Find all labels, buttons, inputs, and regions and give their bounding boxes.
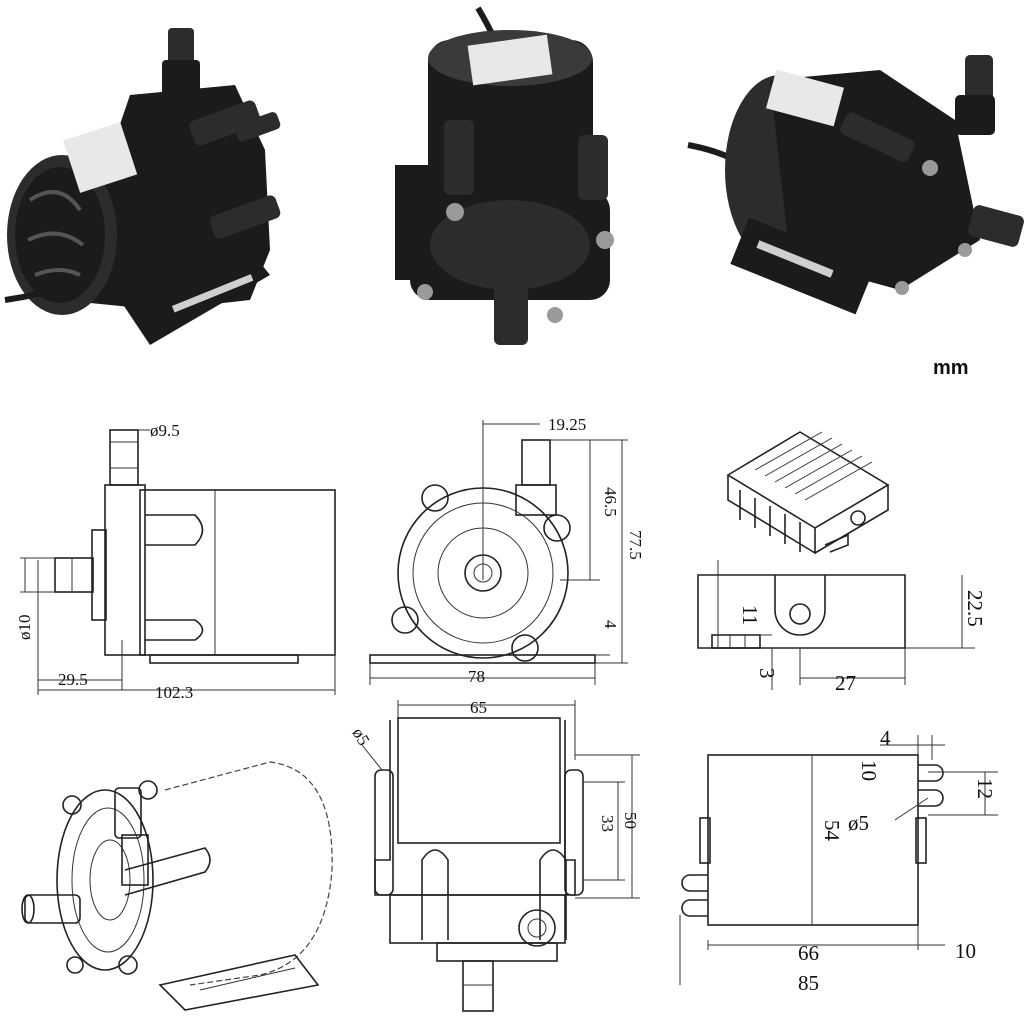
dim-top-width: 65 bbox=[470, 698, 487, 717]
unit-label: mm bbox=[933, 357, 969, 379]
pump-iso-drawing bbox=[21, 761, 333, 1011]
dim-upper-height: 46.5 bbox=[601, 487, 620, 517]
dim-controller-width: 66 bbox=[798, 941, 819, 965]
side-view-drawing bbox=[20, 429, 336, 695]
dim-front-width: 78 bbox=[468, 667, 485, 686]
dim-outlet-offset: 19.25 bbox=[548, 415, 586, 434]
dim-total-height: 77.5 bbox=[626, 530, 645, 560]
pump-photo-right bbox=[687, 55, 1024, 315]
dim-slot-gap: 12 bbox=[973, 778, 997, 799]
dim-slot-hole: ø5 bbox=[848, 811, 869, 835]
dim-overall-length: 102.3 bbox=[155, 683, 193, 702]
dim-controller-h1: 11 bbox=[738, 605, 762, 625]
dim-controller-total: 85 bbox=[798, 971, 819, 995]
dim-base-thickness: 4 bbox=[601, 620, 620, 629]
top-view-drawing bbox=[361, 700, 640, 1012]
dim-controller-a: 3 bbox=[755, 668, 779, 679]
dim-outlet-diameter: ø9.5 bbox=[150, 421, 180, 440]
controller-iso-drawing bbox=[726, 431, 890, 555]
dim-mount-hole: ø5 bbox=[349, 725, 374, 749]
dim-top-inner: 33 bbox=[598, 815, 617, 832]
dim-controller-h2: 22.5 bbox=[963, 590, 987, 627]
pump-photo-left bbox=[4, 28, 281, 345]
controller-top-drawing bbox=[679, 735, 998, 985]
dim-controller-b: 27 bbox=[835, 671, 856, 695]
pump-photo-center bbox=[395, 6, 614, 345]
controller-side-drawing bbox=[697, 560, 975, 690]
dim-inlet-offset: 29.5 bbox=[58, 670, 88, 689]
front-view-drawing bbox=[369, 420, 628, 685]
dim-top-depth: 50 bbox=[621, 812, 640, 829]
dim-slot-offset: 10 bbox=[857, 760, 881, 781]
dim-controller-height: 54 bbox=[820, 820, 844, 842]
dim-tab-width: 4 bbox=[880, 726, 891, 750]
dim-controller-ext: 10 bbox=[955, 939, 976, 963]
dim-inlet-diameter: ø10 bbox=[15, 615, 34, 641]
